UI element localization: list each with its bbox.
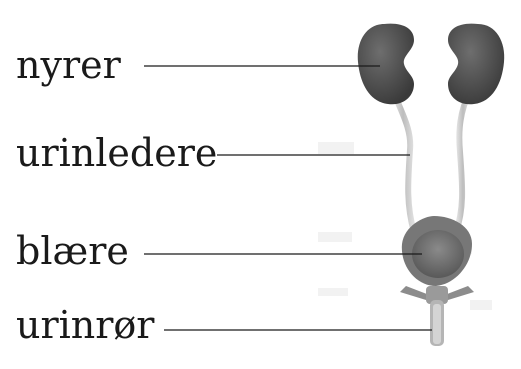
right-ureter (456, 90, 470, 232)
leader-lines (144, 66, 432, 330)
label-urethra: urinrør (16, 306, 154, 344)
urethra-structure (400, 286, 474, 346)
left-ureter (392, 88, 414, 232)
label-bladder: blære (16, 232, 129, 270)
left-kidney (358, 24, 414, 105)
right-kidney (448, 24, 504, 105)
background-traces (318, 142, 492, 310)
label-kidneys: nyrer (16, 46, 121, 84)
label-ureters: urinledere (16, 134, 217, 172)
